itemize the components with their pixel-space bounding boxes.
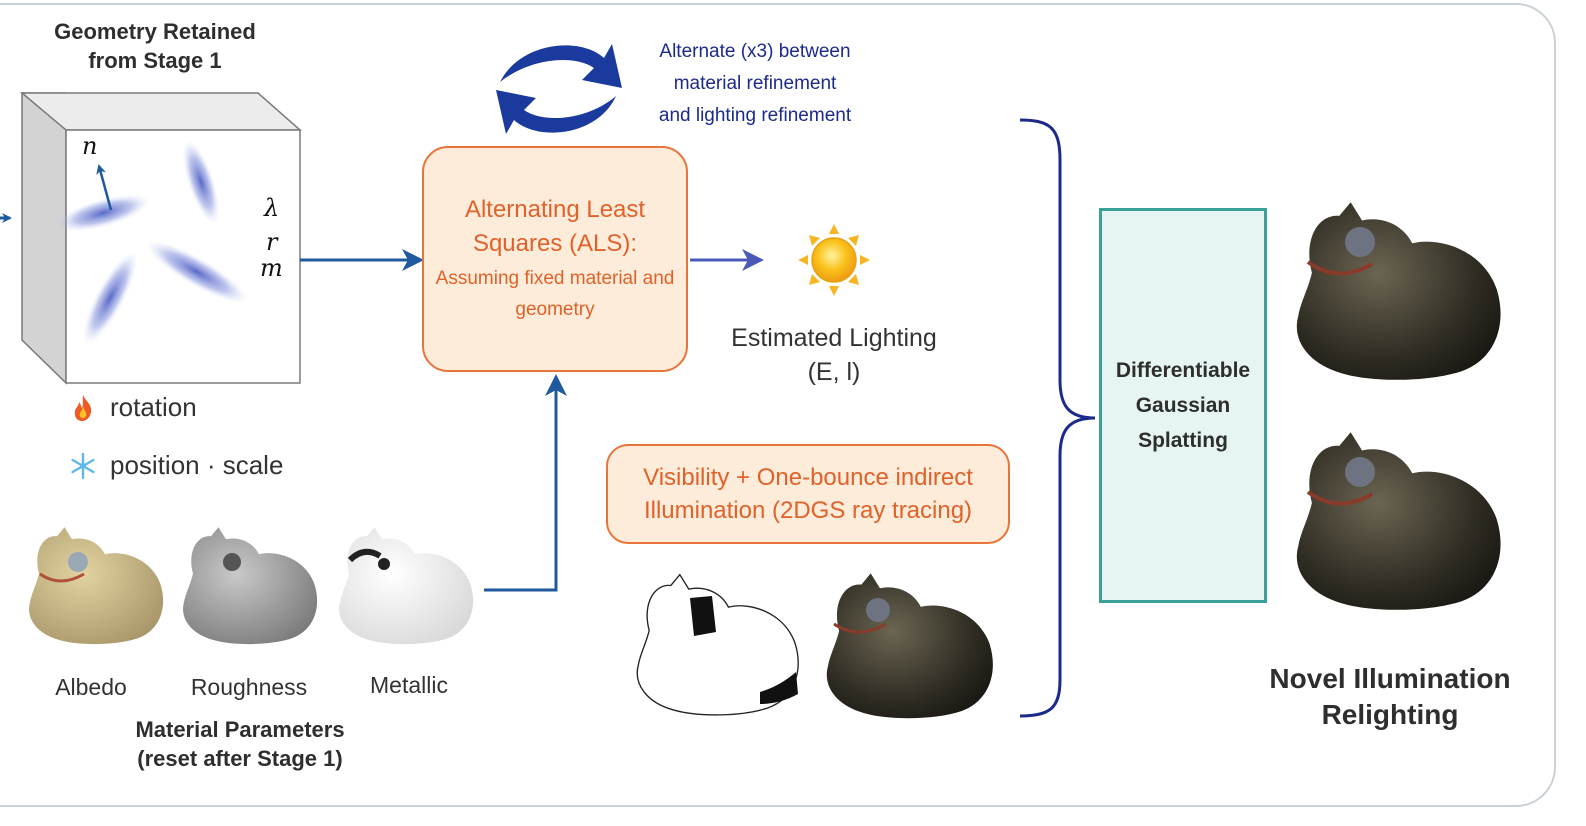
gaussian-blob [146, 240, 248, 304]
output-title-line: Relighting [1321, 699, 1459, 731]
indirect-image [826, 573, 993, 719]
sun-icon [798, 224, 870, 296]
normal-symbol: n [82, 132, 98, 160]
splatting-line: Differentiable [1115, 359, 1251, 382]
trainable-label: rotation [110, 392, 197, 422]
gaussian-blob [56, 194, 150, 232]
metallic-image [339, 527, 474, 645]
alternate-note-line: material refinement [673, 73, 837, 94]
als-box: Alternating Least Squares (ALS): Assumin… [422, 146, 688, 372]
trainable-row: rotation [66, 392, 197, 423]
visibility-line: Visibility + One-bounce indirect [643, 464, 973, 491]
alternate-note-line: and lighting refinement [658, 105, 852, 126]
materials-to-als-arrow [484, 374, 567, 592]
output-title-line: Novel Illumination [1269, 663, 1511, 694]
normal-arrow [96, 164, 113, 211]
albedo-image [29, 527, 164, 645]
lambda-symbol: λ [264, 194, 280, 222]
r-symbol: r [266, 228, 278, 256]
relit-image-2 [1296, 432, 1501, 610]
material-title-line: Material Parameters [135, 717, 345, 742]
albedo-label: Albedo [55, 674, 127, 700]
geometry-cube [19, 92, 302, 385]
output-title: Novel Illumination Relighting [1240, 661, 1540, 734]
metallic-label: Metallic [370, 672, 448, 698]
estimated-lighting-label: Estimated Lighting (E, l) [706, 321, 962, 389]
gaussian-blob [182, 139, 220, 225]
splatting-box: Differentiable Gaussian Splatting [1099, 208, 1267, 603]
frozen-label: position · scale [110, 450, 284, 480]
roughness-label: Roughness [190, 674, 308, 700]
snowflake-icon [71, 452, 95, 479]
relit-image-1 [1296, 202, 1501, 380]
lighting-label-line: (E, l) [807, 358, 861, 386]
visibility-image [636, 574, 799, 716]
visibility-line: Illumination (2DGS ray tracing) [643, 497, 973, 524]
refresh-icon [496, 44, 622, 134]
roughness-image [183, 527, 318, 645]
lighting-label-line: Estimated Lighting [731, 324, 937, 352]
frozen-row: position · scale [66, 450, 283, 481]
brace [1019, 118, 1096, 718]
als-title-line: Squares (ALS): [472, 230, 638, 257]
splatting-line: Gaussian [1135, 394, 1231, 417]
material-title-line: (reset after Stage 1) [137, 745, 343, 771]
splatting-line: Splatting [1138, 429, 1228, 452]
gaussian-blob [82, 251, 138, 345]
geometry-title-line: from Stage 1 [88, 47, 222, 73]
alternate-note-line: Alternate (x3) between [659, 41, 851, 62]
fire-icon [74, 394, 92, 421]
geometry-title: Geometry Retained from Stage 1 [30, 18, 280, 75]
material-title: Material Parameters (reset after Stage 1… [100, 716, 380, 773]
alternate-note: Alternate (x3) between material refineme… [610, 36, 900, 132]
als-title-line: Alternating Least [464, 196, 646, 223]
als-subtitle-line: Assuming fixed material and [435, 268, 675, 289]
als-subtitle-line: geometry [515, 299, 595, 320]
m-symbol: m [260, 254, 283, 282]
visibility-box: Visibility + One-bounce indirect Illumin… [606, 444, 1010, 544]
geometry-title-line: Geometry Retained [54, 19, 256, 44]
